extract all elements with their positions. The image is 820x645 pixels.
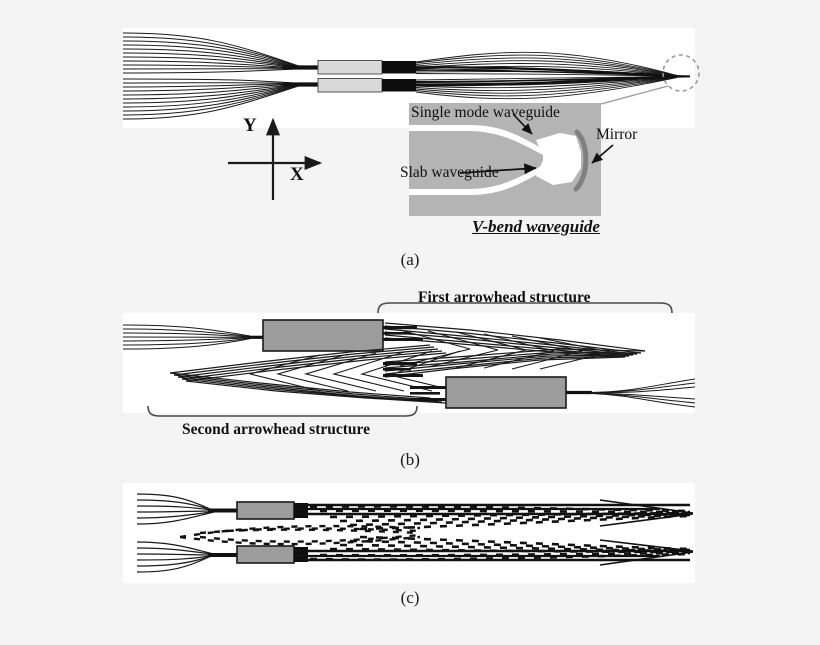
caption-b: (b): [400, 450, 420, 469]
callout-circle-icon: [662, 54, 700, 92]
panel-b-electrode-upper: [262, 319, 384, 352]
inset-label-mirror: Mirror: [596, 126, 638, 143]
inset-v-bend-panel: [409, 103, 614, 216]
panel-b-electrode-lower: [445, 376, 567, 409]
callout-leader-line: [600, 85, 669, 105]
inset-mirror-bulb: [536, 133, 581, 185]
panel-b-waveguide-bundle: [123, 319, 695, 409]
label-first-arrowhead: First arrowhead structure: [418, 289, 591, 306]
inset-label-slab: Slab waveguide: [400, 164, 499, 181]
arrow-mirror: [591, 144, 614, 164]
panel-c-waveguide-bundle: [136, 493, 694, 573]
caption-c: (c): [400, 588, 420, 607]
panel-a-waveguide-bundle: [123, 32, 691, 120]
brace-second-arrowhead: [147, 405, 418, 417]
mirror-arc-icon: [573, 129, 589, 192]
panel-c-electrode-lower: [236, 545, 295, 564]
inset-label-single-mode: Single mode waveguide: [411, 104, 560, 121]
y-axis-label: Y: [243, 115, 258, 136]
arrow-slab: [459, 163, 537, 175]
axis-cross: [228, 117, 323, 200]
label-second-arrowhead: Second arrowhead structure: [182, 421, 370, 438]
panel-c-electrode-upper: [236, 501, 295, 520]
caption-a: (a): [400, 250, 420, 269]
inset-gray-wedge: [409, 131, 543, 189]
panel-a-electrode-lower: [317, 78, 383, 93]
x-axis-label: X: [290, 164, 305, 185]
arrow-single-mode: [512, 113, 533, 135]
brace-first-arrowhead: [377, 302, 673, 314]
panel-a-electrode-upper: [317, 60, 383, 75]
inset-title-v-bend: V-bend waveguide: [472, 217, 600, 236]
